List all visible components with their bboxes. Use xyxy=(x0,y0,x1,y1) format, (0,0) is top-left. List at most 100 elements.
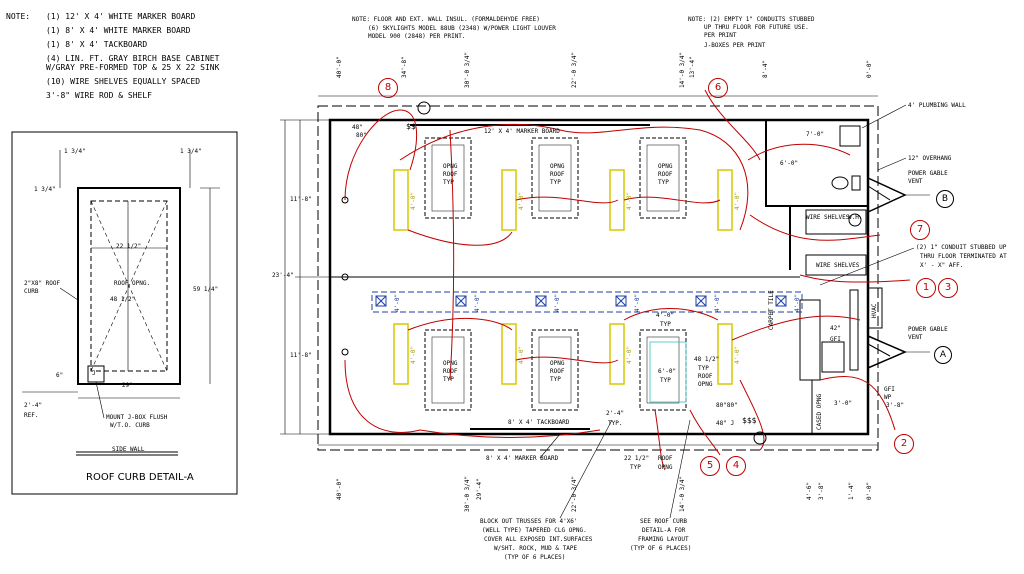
top-dim: 14'-0 3/4" xyxy=(679,51,686,88)
detail-roof-opng: ROOF OPNG. xyxy=(114,280,151,287)
opng-label: TYP xyxy=(658,179,669,186)
switch-label: $$ xyxy=(406,122,416,131)
right-note: NOTE: (2) EMPTY 1" CONDUITS STUBBED xyxy=(688,16,815,23)
opng-label: TYP xyxy=(550,179,561,186)
block-note: W/SHT. ROCK, MUD & TAPE xyxy=(494,545,578,552)
circuit-marker: 4 xyxy=(726,456,746,476)
detail-title: ROOF CURB DETAIL-A xyxy=(86,472,194,483)
opng-label: TYP xyxy=(443,376,454,383)
roof-curb-inner xyxy=(90,200,168,372)
note-line: (1) 8' X 4' TACKBOARD xyxy=(46,40,148,49)
fixture-label: 4'-0" xyxy=(734,191,741,210)
bottom-dim: 1'-4" xyxy=(848,481,855,500)
note-line: (10) WIRE SHELVES EQUALLY SPACED xyxy=(46,77,201,86)
cased-opng: CASED OPNG xyxy=(816,393,823,430)
plan-dim: TYP xyxy=(660,377,671,384)
gable-callout: POWER GABLE xyxy=(908,326,948,333)
side-dim: 11'-8" xyxy=(290,196,312,203)
section-marker-a: A xyxy=(934,346,952,364)
opng-label: OPNG xyxy=(550,360,565,367)
fixture-label: 4'-0" xyxy=(734,345,741,364)
gfi-wp-label: GFI xyxy=(884,386,895,393)
roof-curb-outer xyxy=(77,187,181,385)
bottom-dim: 3'-8" xyxy=(818,481,825,500)
plan-dim: OPNG xyxy=(698,381,713,388)
hvac-label: HVAC xyxy=(871,303,878,318)
center-note: MODEL 900 (2848) PER PRINT. xyxy=(368,33,466,40)
block-note: (TYP OF 6 PLACES) xyxy=(504,554,566,561)
top-dim: 8'-4" xyxy=(762,59,769,78)
notes-label: NOTE: xyxy=(6,12,31,21)
marker-board-top: 12' X 4' MARKER BOARD xyxy=(484,128,560,135)
bottom-dim: 29'-4" xyxy=(476,478,483,500)
right-note: UP THRU FLOOR FOR FUTURE USE. xyxy=(704,24,809,31)
detail-dim: 29" xyxy=(122,382,133,389)
fixture-label: 4'-0" xyxy=(626,191,633,210)
gable-callout: VENT xyxy=(908,334,923,341)
bottom-dim: 4'-6" xyxy=(806,481,813,500)
roof-curb-note: FRAMING LAYOUT xyxy=(638,536,689,543)
top-dim: 34'-8" xyxy=(401,56,408,78)
overhang-callout: 12" OVERHANG xyxy=(908,155,952,162)
roof-overhang xyxy=(317,105,879,451)
roof-curb-note: (TYP OF 6 PLACES) xyxy=(630,545,692,552)
tackboard: 8' X 4' TACKBOARD xyxy=(508,419,570,426)
opng-label: TYP xyxy=(443,179,454,186)
right-note: J-BOXES PER PRINT xyxy=(704,42,766,49)
fixture-label: 4'-0" xyxy=(410,191,417,210)
detail-jbox-label: W/T.O. CURB xyxy=(110,422,150,429)
duct-label: 4'-0" xyxy=(474,293,481,312)
plan-dim: 48 1/2" xyxy=(694,356,720,363)
bottom-dim: 30'-0 3/4" xyxy=(464,475,471,512)
opng-label: ROOF xyxy=(550,368,565,375)
detail-dim: 59 1/4" xyxy=(193,286,219,293)
plan-dim: TYP xyxy=(660,321,671,328)
bottom-dim: 14'-0 3/4" xyxy=(679,475,686,512)
note-line: W/GRAY PRE-FORMED TOP & 25 X 22 SINK xyxy=(46,63,220,72)
jbox-label: 80"80" xyxy=(716,402,738,409)
bottom-dim: 0'-0" xyxy=(866,481,873,500)
roof-curb-note: DETAIL-A FOR xyxy=(642,527,686,534)
top-dim: 30'-0 3/4" xyxy=(464,51,471,88)
detail-frame xyxy=(11,131,238,495)
detail-dim: 1 3/4" xyxy=(64,148,86,155)
bottom-dim: 22'-0 3/4" xyxy=(571,475,578,512)
roof-curb-note: SEE ROOF CURB xyxy=(640,518,687,525)
top-dim: 13'-4" xyxy=(689,56,696,78)
conduit-callout: (2) 1" CONDUIT STUBBED UP xyxy=(916,244,1007,251)
plan-dim: ROOF xyxy=(698,373,713,380)
hvac-duct xyxy=(371,291,803,313)
plan-dim: 22 1/2" xyxy=(624,455,650,462)
detail-dim: 6" xyxy=(56,372,64,379)
plan-dim: 42" xyxy=(830,325,841,332)
circuit-marker: 3 xyxy=(938,278,958,298)
circuit-marker: 1 xyxy=(916,278,936,298)
marker-board-bottom: 8' X 4' MARKER BOARD xyxy=(486,455,559,462)
jbox-label: 48" J xyxy=(716,420,735,427)
note-line: (1) 8' X 4' WHITE MARKER BOARD xyxy=(46,26,191,35)
side-dim: 11'-8" xyxy=(290,352,312,359)
right-note: PER PRINT xyxy=(704,32,737,39)
duct-label: 4'-0" xyxy=(394,293,401,312)
gfi-label: GFI xyxy=(830,336,841,343)
opng-label: OPNG xyxy=(658,163,673,170)
plumbing-callout: 4' PLUMBING WALL xyxy=(908,102,966,109)
side-dim: 23'-4" xyxy=(272,272,294,279)
switch-label: $$$ xyxy=(742,416,757,425)
jbox-label: 48" xyxy=(352,124,363,131)
plan-dim: TYP. xyxy=(608,420,623,427)
gable-callout: POWER GABLE xyxy=(908,170,948,177)
circuit-marker: 8 xyxy=(378,78,398,98)
wire-shelves: WIRE SHELVES xyxy=(816,262,860,269)
block-note: BLOCK OUT TRUSSES FOR 4'X6' xyxy=(480,518,578,525)
wire-shelves: WIRE SHELVES xyxy=(806,214,850,221)
detail-jbox-label: MOUNT J-BOX FLUSH xyxy=(106,414,168,421)
fixture-label: 4'-0" xyxy=(518,191,525,210)
duct-label: 4'-0" xyxy=(794,293,801,312)
plan-dim: ROOF xyxy=(658,455,673,462)
carpet-tile: CARPET TILE xyxy=(768,290,775,330)
opng-label: TYP xyxy=(550,376,561,383)
conduit-callout: X' - X" AFF. xyxy=(920,262,964,269)
detail-ref: REF. xyxy=(24,412,39,419)
plan-dim: 3'-0" xyxy=(834,400,853,407)
